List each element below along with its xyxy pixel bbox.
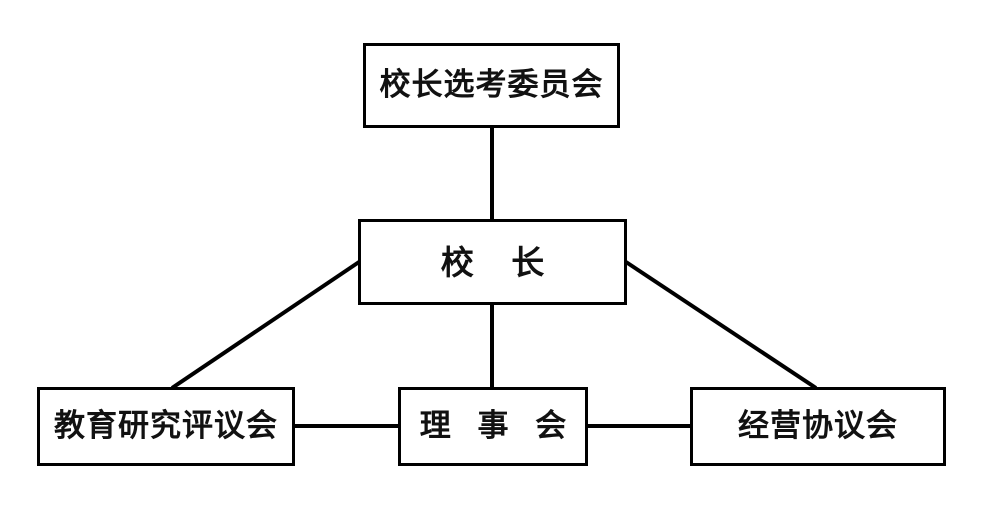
node-label: 校长选考委员会 [379, 67, 604, 103]
connector-president-to-education-council [170, 260, 361, 390]
node-chairman-selection-committee[interactable]: 校长选考委员会 [363, 43, 620, 128]
node-label: 经营协议会 [738, 408, 898, 444]
node-president[interactable]: 校 长 [358, 219, 627, 305]
node-label: 教育研究评议会 [54, 408, 278, 444]
node-management-council[interactable]: 经营协议会 [690, 387, 946, 466]
connector-president-to-management-council [624, 260, 818, 390]
node-label: 校 长 [440, 242, 558, 282]
node-education-research-council[interactable]: 教育研究评议会 [37, 387, 295, 466]
node-label: 理 事 会 [419, 408, 575, 444]
node-board-of-directors[interactable]: 理 事 会 [398, 387, 588, 466]
